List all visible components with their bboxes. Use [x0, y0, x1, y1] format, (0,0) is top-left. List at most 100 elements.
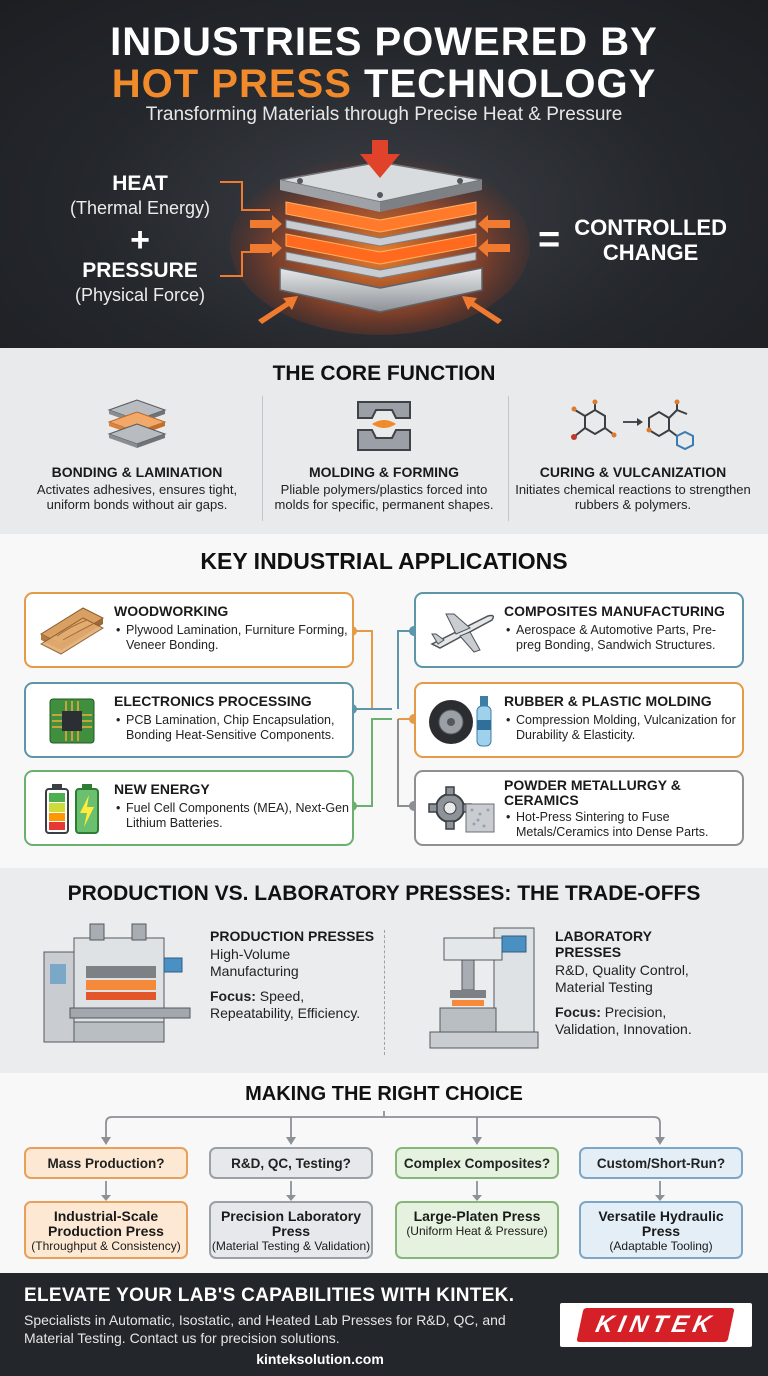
molecule-icon [508, 394, 758, 458]
app-card-electronics: ELECTRONICS PROCESSING PCB Lamination, C… [24, 682, 354, 758]
apps-title: KEY INDUSTRIAL APPLICATIONS [200, 548, 568, 574]
choice-question-rd-qc: R&D, QC, Testing? [209, 1147, 373, 1179]
app-title: WOODWORKING [114, 603, 229, 619]
kintek-logo: KINTEK [560, 1303, 752, 1347]
laboratory-press-illustration [429, 927, 539, 1049]
choice-question-custom: Custom/Short-Run? [579, 1147, 743, 1179]
app-card-new-energy: NEW ENERGY Fuel Cell Components (MEA), N… [24, 770, 354, 846]
app-desc: Hot-Press Sintering to Fuse Metals/Ceram… [504, 810, 740, 840]
core-divider [262, 396, 263, 521]
battery-icon [34, 780, 110, 838]
core-item-molding: MOLDING & FORMING Pliable polymers/plast… [259, 394, 509, 512]
heat-label: HEAT [112, 172, 168, 195]
choice-result-title: Precision Laboratory Press [220, 1208, 362, 1239]
mold-icon [259, 394, 509, 458]
choice-result-note: (Material Testing & Validation) [211, 1239, 371, 1253]
footer-banner: ELEVATE YOUR LAB'S CAPABILITIES WITH KIN… [0, 1273, 768, 1376]
laboratory-focus-label: Focus: [555, 1004, 601, 1020]
choice-result-note: (Throughput & Consistency) [31, 1239, 181, 1253]
gear-icon [424, 780, 500, 838]
layers-icon [12, 394, 262, 458]
footer-title: ELEVATE YOUR LAB'S CAPABILITIES WITH KIN… [24, 1285, 515, 1306]
tire-bottle-icon [424, 692, 500, 750]
choice-title: MAKING THE RIGHT CHOICE [245, 1083, 523, 1105]
production-focus: Focus: Speed, Repeatability, Efficiency. [210, 988, 380, 1022]
hero-banner: INDUSTRIES POWERED BY HOT PRESS TECHNOLO… [0, 0, 768, 348]
core-item-curing: CURING & VULCANIZATION Initiates chemica… [508, 394, 758, 512]
hero-title-line1: INDUSTRIES POWERED BY [110, 20, 658, 64]
core-item-desc: Activates adhesives, ensures tight, unif… [36, 482, 238, 512]
plus-sign: + [130, 221, 150, 259]
choice-result-hydraulic: Versatile Hydraulic Press (Adaptable Too… [579, 1201, 743, 1259]
wood-planks-icon [34, 602, 110, 660]
app-title: COMPOSITES MANUFACTURING [504, 603, 725, 619]
hero-title-line2: HOT PRESS TECHNOLOGY [0, 62, 768, 106]
app-desc: Plywood Lamination, Furniture Forming, V… [114, 623, 350, 653]
chip-icon [34, 692, 110, 750]
app-desc: Fuel Cell Components (MEA), Next-Gen Lit… [114, 801, 350, 831]
core-item-title: CURING & VULCANIZATION [539, 464, 727, 480]
choice-result-title: Versatile Hydraulic Press [598, 1208, 724, 1239]
hero-result: = CONTROLLED CHANGE [538, 215, 727, 265]
core-item-desc: Initiates chemical reactions to strength… [515, 482, 751, 512]
core-item-title: MOLDING & FORMING [308, 464, 460, 480]
result-text: CONTROLLED CHANGE [574, 215, 727, 265]
production-press-illustration [43, 923, 191, 1043]
tradeoffs-section: PRODUCTION VS. LABORATORY PRESSES: THE T… [0, 868, 768, 1073]
core-title: THE CORE FUNCTION [272, 362, 496, 385]
production-focus-text: Speed, Repeatability, Efficiency. [210, 988, 361, 1021]
heat-sublabel: (Thermal Energy) [69, 198, 211, 218]
applications-section: KEY INDUSTRIAL APPLICATIONS [0, 534, 768, 868]
pressure-sublabel: (Physical Force) [74, 285, 206, 305]
core-item-title: BONDING & LAMINATION [51, 464, 223, 480]
app-card-woodworking: WOODWORKING Plywood Lamination, Furnitur… [24, 592, 354, 668]
hero-title-highlight: HOT PRESS [111, 62, 352, 106]
laboratory-desc: R&D, Quality Control, Material Testing [555, 962, 689, 995]
app-card-composites: COMPOSITES MANUFACTURING Aerospace & Aut… [414, 592, 744, 668]
airplane-icon [424, 602, 500, 660]
hero-inputs: HEAT (Thermal Energy) + PRESSURE (Physic… [40, 172, 240, 306]
core-item-bonding: BONDING & LAMINATION Activates adhesives… [12, 394, 262, 512]
app-title: RUBBER & PLASTIC MOLDING [504, 693, 712, 709]
hero-title-rest: TECHNOLOGY [351, 62, 657, 106]
trade-title: PRODUCTION VS. LABORATORY PRESSES: THE T… [67, 882, 701, 905]
app-desc: Aerospace & Automotive Parts, Pre-preg B… [504, 623, 740, 653]
production-title: PRODUCTION PRESSES [210, 928, 375, 944]
choice-question-mass-production: Mass Production? [24, 1147, 188, 1179]
app-title: POWDER METALLURGY & CERAMICS [504, 777, 681, 808]
footer-body: Specialists in Automatic, Isostatic, and… [24, 1312, 506, 1346]
hot-press-illustration [220, 140, 530, 335]
choice-result-note: (Adaptable Tooling) [609, 1239, 713, 1253]
choice-question-composites: Complex Composites? [395, 1147, 559, 1179]
production-desc: High-Volume Manufacturing [210, 946, 299, 979]
core-divider [508, 396, 509, 521]
choice-result-lab-press: Precision Laboratory Press (Material Tes… [209, 1201, 373, 1259]
choice-result-note: (Uniform Heat & Pressure) [406, 1224, 548, 1238]
trade-divider [384, 930, 385, 1055]
laboratory-focus: Focus: Precision, Validation, Innovation… [555, 1004, 725, 1038]
footer-website-link[interactable]: kinteksolution.com [256, 1351, 384, 1367]
choice-result-production-press: Industrial-Scale Production Press (Throu… [24, 1201, 188, 1259]
kintek-logo-text: KINTEK [576, 1308, 736, 1342]
laboratory-title: LABORATORY PRESSES [555, 928, 652, 960]
app-card-powder-metallurgy: POWDER METALLURGY & CERAMICS Hot-Press S… [414, 770, 744, 846]
app-desc: PCB Lamination, Chip Encapsulation, Bond… [114, 713, 350, 743]
core-item-desc: Pliable polymers/plastics forced into mo… [274, 482, 494, 512]
production-press-info: PRODUCTION PRESSES High-Volume Manufactu… [210, 928, 380, 1022]
choice-section: MAKING THE RIGHT CHOICE Mass Production?… [0, 1073, 768, 1273]
pressure-label: PRESSURE [82, 259, 198, 282]
hero-subtitle: Transforming Materials through Precise H… [145, 104, 623, 125]
equals-sign: = [538, 218, 561, 261]
production-focus-label: Focus: [210, 988, 256, 1004]
choice-result-large-platen: Large-Platen Press (Uniform Heat & Press… [395, 1201, 559, 1259]
core-function-section: THE CORE FUNCTION BONDING & LAMINATION A… [0, 348, 768, 534]
result-line1: CONTROLLED [574, 215, 727, 240]
laboratory-focus-text: Precision, Validation, Innovation. [555, 1004, 692, 1037]
app-desc: Compression Molding, Vulcanization for D… [504, 713, 740, 743]
app-title: ELECTRONICS PROCESSING [114, 693, 312, 709]
choice-result-title: Industrial-Scale Production Press [48, 1208, 164, 1239]
result-line2: CHANGE [602, 240, 699, 265]
app-card-rubber-plastic: RUBBER & PLASTIC MOLDING Compression Mol… [414, 682, 744, 758]
choice-result-title: Large-Platen Press [413, 1208, 541, 1224]
app-title: NEW ENERGY [114, 781, 210, 797]
